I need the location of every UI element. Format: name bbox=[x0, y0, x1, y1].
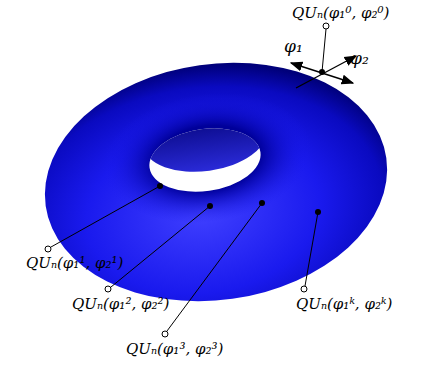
point-label: QUₙ(φ₁¹, φ₂¹) bbox=[26, 254, 123, 272]
point-label: QUₙ(φ₁ᵏ, φ₂ᵏ) bbox=[296, 295, 392, 313]
leader-lines bbox=[45, 23, 329, 337]
point-label: QUₙ(φ₁³, φ₂³) bbox=[126, 340, 223, 358]
axis-label: φ₁ bbox=[284, 36, 303, 56]
axis-label: φ₂ bbox=[350, 48, 369, 68]
point-label: QUₙ(φ₁², φ₂²) bbox=[72, 295, 169, 313]
torus-body bbox=[29, 41, 402, 323]
surface-points bbox=[157, 69, 325, 215]
point-label: QUₙ(φ₁⁰, φ₂⁰) bbox=[292, 4, 389, 22]
